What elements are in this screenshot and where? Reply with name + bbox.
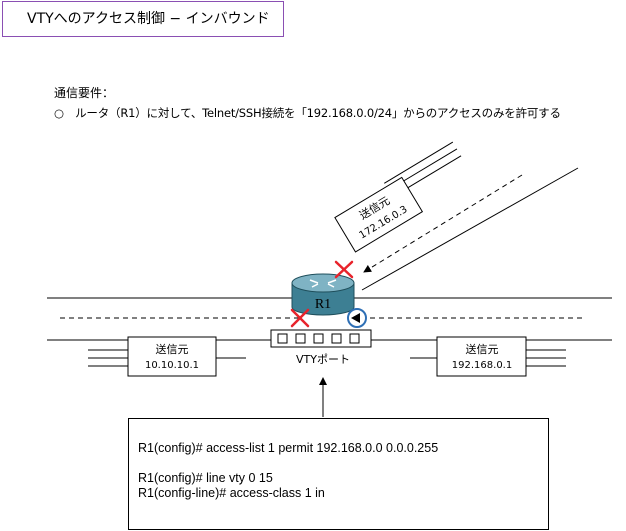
router-r1: R1 xyxy=(291,273,355,316)
vty-port-label: VTYポート xyxy=(296,353,350,366)
host-box-10 xyxy=(127,336,217,377)
page-title: VTYへのアクセス制御 − インバウンド xyxy=(27,11,270,27)
requirements-item: ○ ルータ（R1）に対して、Telnet/SSH接続を「192.168.0.0/… xyxy=(54,106,561,120)
router-label: R1 xyxy=(315,297,331,312)
host-192-label: 送信元 xyxy=(466,342,499,356)
permit-mark xyxy=(347,308,367,328)
requirements-label: 通信要件： xyxy=(54,86,115,100)
command-line-line-vty: R1(config)# line vty 0 15 xyxy=(138,471,273,485)
flow-172-dashed xyxy=(363,174,523,273)
command-line-access-class: R1(config-line)# access-class 1 in xyxy=(138,486,325,500)
host-box-192 xyxy=(436,336,527,377)
deny-mark-left xyxy=(290,308,310,328)
host-192-address: 192.168.0.1 xyxy=(452,360,512,371)
command-line-access-list: R1(config)# access-list 1 permit 192.168… xyxy=(138,441,439,455)
host-10-address: 10.10.10.1 xyxy=(145,360,199,371)
link-upper-source xyxy=(361,167,579,291)
host-10-10-10-1: 送信元 10.10.10.1 xyxy=(88,336,246,377)
vty-port-block xyxy=(270,329,372,348)
host-10-label: 送信元 xyxy=(156,342,189,356)
deny-mark-upper xyxy=(334,260,354,279)
host-172-16-0-3: 送信元 172.16.0.3 xyxy=(334,141,462,253)
host-192-168-0-1: 送信元 192.168.0.1 xyxy=(410,336,566,377)
host-box-172 xyxy=(334,176,424,253)
title-box: VTYへのアクセス制御 − インバウンド xyxy=(2,1,284,37)
config-command-box: R1(config)# access-list 1 permit 192.168… xyxy=(128,418,549,530)
